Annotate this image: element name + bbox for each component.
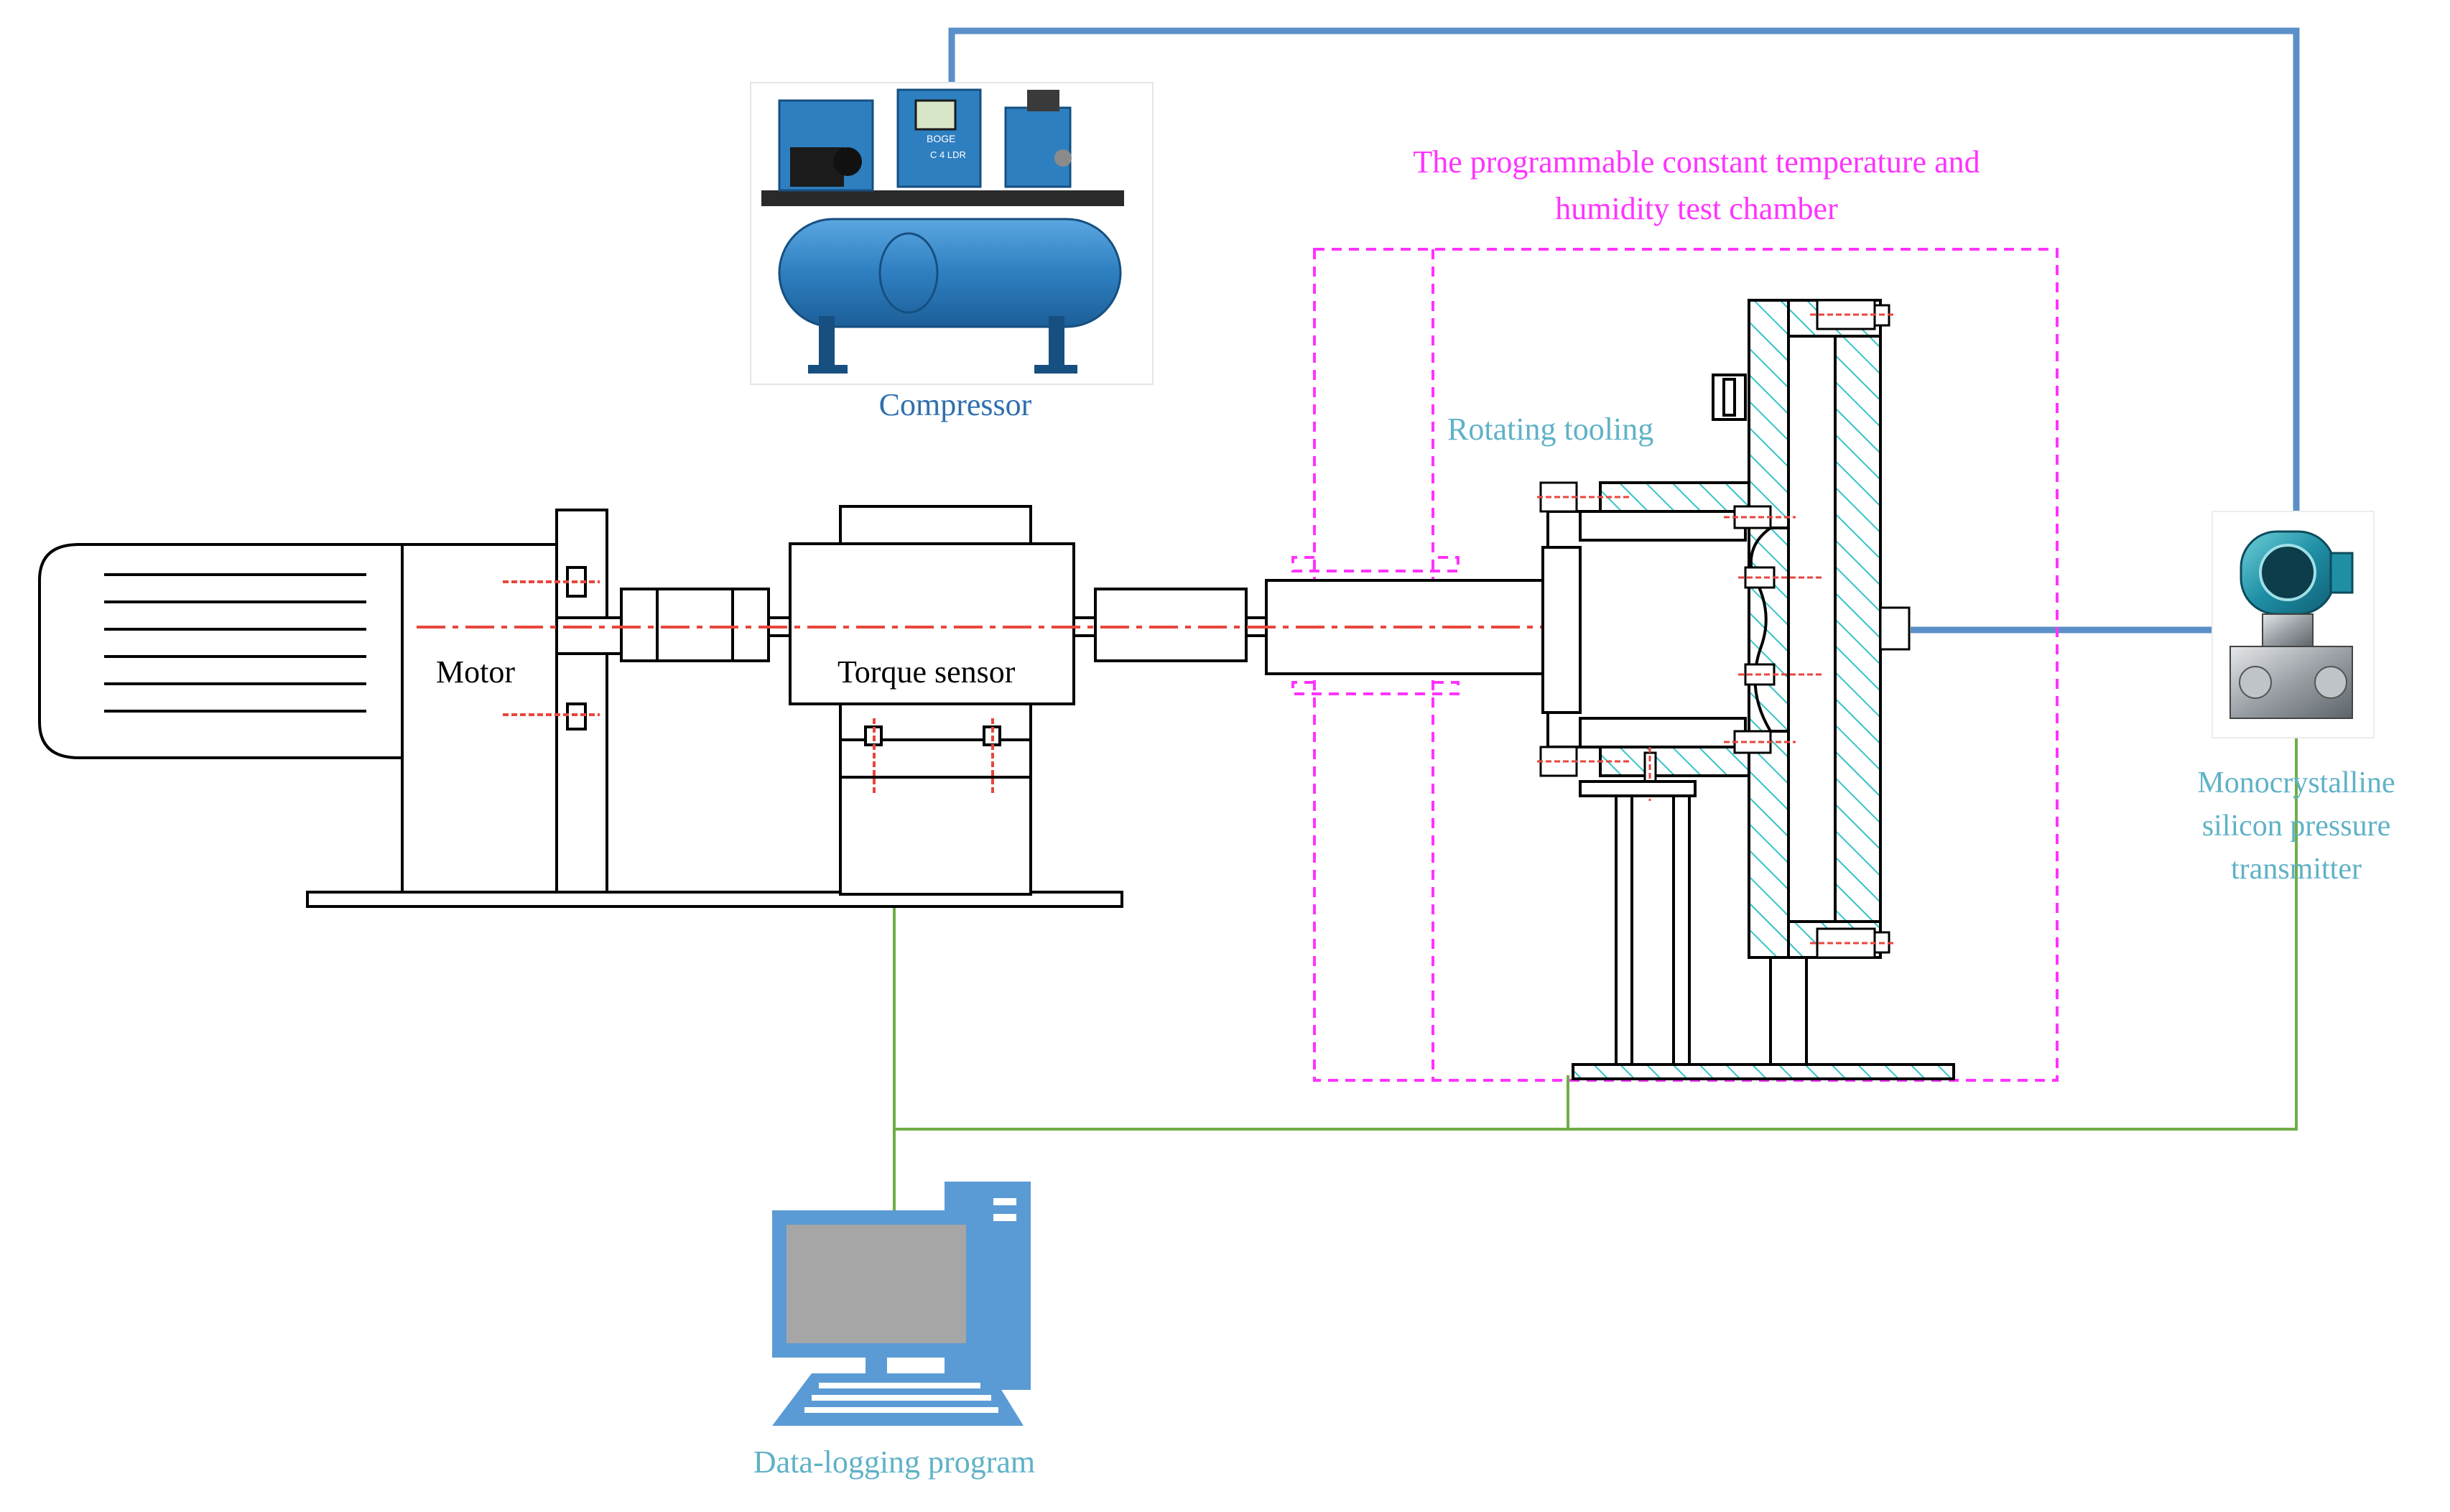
compressor-model: C 4 LDR: [930, 149, 966, 160]
compressor-badge: BOGE: [927, 133, 955, 144]
rotating-tooling: [1537, 299, 1955, 1080]
rotating-tooling-label: Rotating tooling: [1447, 412, 1653, 447]
transmitter-label-line1: Monocrystalline: [2197, 766, 2395, 799]
signal-lines: [893, 731, 2298, 1214]
pressure-line: [948, 27, 2300, 634]
compressor-image: BOGE C 4 LDR: [750, 82, 1154, 385]
torque-sensor-label: Torque sensor: [837, 654, 1016, 690]
motor: [38, 509, 626, 899]
compressor-label: Compressor: [879, 387, 1032, 422]
chamber-label-line1: The programmable constant temperature an…: [1413, 144, 1980, 180]
data-logging-label: Data-logging program: [753, 1444, 1035, 1480]
pressure-transmitter-image: [2212, 511, 2375, 738]
motor-label: Motor: [436, 654, 515, 690]
chamber-label-line2: humidity test chamber: [1555, 191, 1838, 226]
transmitter-label-line2: silicon pressure: [2202, 810, 2390, 843]
computer-icon: [772, 1182, 1031, 1426]
transmitter-label-line3: transmitter: [2231, 853, 2362, 886]
torque-sensor: [789, 505, 1075, 896]
